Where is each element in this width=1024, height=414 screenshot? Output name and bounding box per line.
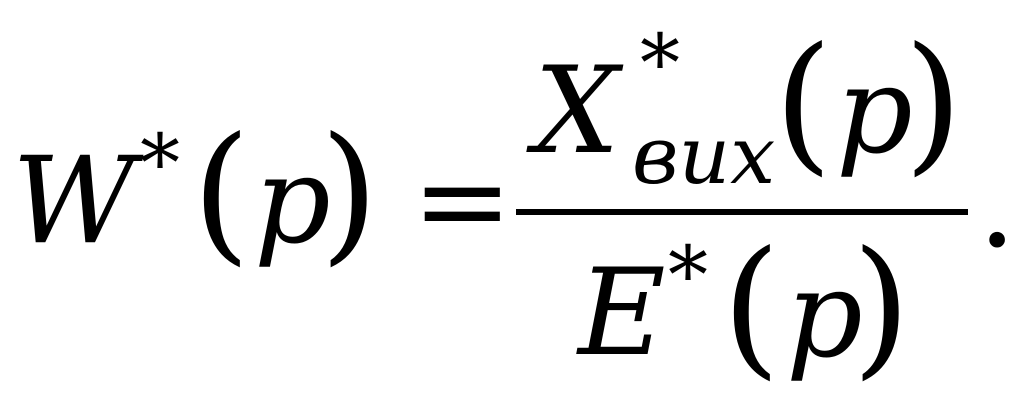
denominator-open-paren: (: [722, 220, 781, 394]
lhs-star: *: [140, 117, 180, 210]
numerator-argument: p: [836, 42, 913, 181]
denominator-argument: p: [786, 246, 863, 385]
lhs-close-paren: ): [320, 106, 379, 280]
numerator-subscript: вих: [632, 109, 776, 202]
lhs-variable: W: [12, 132, 136, 271]
denominator-close-paren: ): [852, 220, 911, 394]
numerator-open-paren: (: [774, 16, 833, 190]
fraction-bar: [516, 209, 968, 215]
numerator-star: *: [640, 17, 680, 110]
numerator-variable: X: [534, 42, 620, 181]
equals-sign: =: [412, 132, 513, 271]
lhs-argument: p: [254, 132, 331, 271]
denominator-star: *: [668, 229, 708, 322]
trailing-period: .: [978, 136, 1017, 275]
denominator-variable: E: [578, 244, 666, 383]
lhs-open-paren: (: [192, 106, 251, 280]
numerator-close-paren: ): [904, 16, 963, 190]
